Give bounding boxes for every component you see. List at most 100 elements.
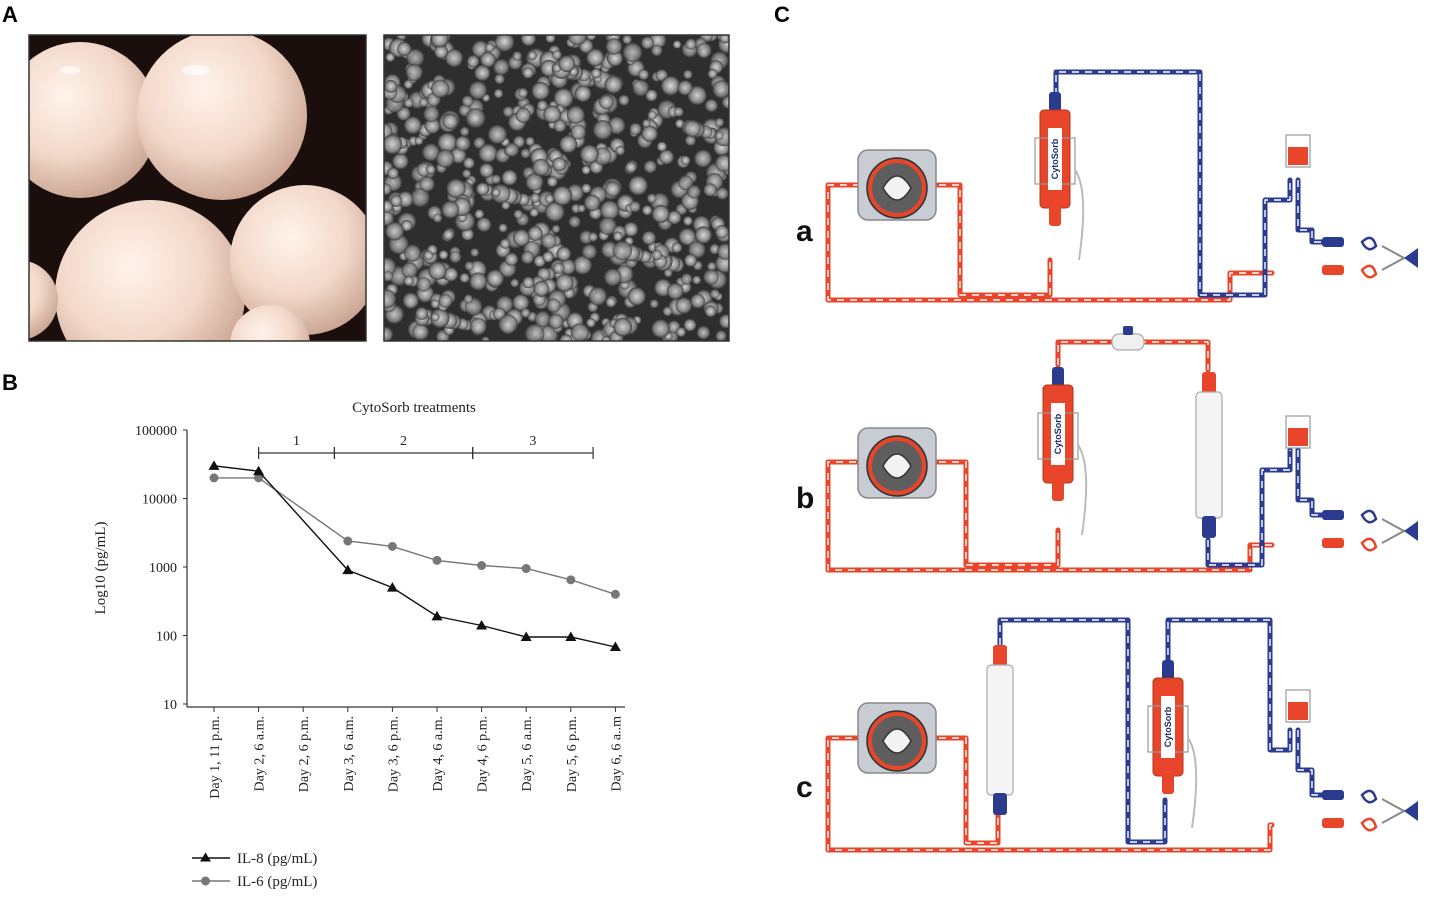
x-tick-label: Day 5, 6 a.m.	[520, 716, 535, 791]
catheter-y	[1381, 518, 1407, 544]
tubing-stripe	[827, 737, 1272, 851]
sem-grain	[651, 204, 670, 223]
sem-grain	[469, 272, 488, 291]
series-line	[213, 465, 616, 648]
sem-grain	[493, 59, 510, 76]
sem-grain	[558, 55, 576, 73]
sem-grain	[459, 126, 470, 137]
sem-grain	[586, 48, 605, 67]
adsorber-label-panel	[1048, 128, 1062, 190]
pump-tube	[868, 712, 926, 770]
sem-grain	[481, 336, 490, 341]
tubing	[1205, 447, 1293, 568]
sem-grain	[712, 80, 729, 99]
drip-chamber-fill	[1288, 702, 1308, 720]
sem-grain	[692, 275, 702, 285]
sem-grain	[715, 131, 724, 140]
sem-grain	[474, 64, 491, 81]
adsorber-cap-bottom	[1052, 481, 1064, 501]
sem-grain	[588, 232, 598, 242]
sem-grain	[663, 268, 673, 278]
data-point	[520, 631, 532, 642]
sem-grain	[671, 242, 683, 253]
sem-grain	[462, 169, 472, 179]
sem-grain	[521, 251, 534, 264]
sem-grain	[536, 100, 548, 111]
venous-connector	[1322, 790, 1344, 800]
sem-grain	[430, 299, 440, 309]
sem-grain	[494, 35, 515, 52]
sem-grain	[485, 42, 495, 53]
sem-grain	[581, 244, 597, 260]
x-tick-label: Day 4, 6 a.m.	[431, 716, 446, 791]
venous-connector	[1322, 510, 1344, 520]
sem-grain	[604, 268, 622, 286]
x-tick-label: Day 2, 6 p.m.	[297, 716, 312, 792]
sem-grain	[520, 148, 531, 159]
sem-grain	[469, 317, 487, 335]
data-point	[208, 460, 220, 470]
sem-grain	[392, 153, 409, 170]
sem-grain	[591, 68, 602, 79]
data-point	[253, 465, 265, 476]
sem-grain	[719, 35, 729, 44]
legend: IL-8 (pg/mL) IL-6 (pg/mL)	[192, 851, 317, 890]
sem-grain	[534, 311, 551, 327]
sem-grain	[687, 184, 701, 199]
sem-grain	[474, 209, 485, 219]
sem-grain	[683, 69, 693, 80]
sem-grain	[384, 210, 394, 226]
sem-grain	[707, 261, 717, 271]
sem-grain	[486, 269, 505, 288]
x-tick-label: Day 5, 6 p.m.	[565, 716, 580, 792]
sem-grain	[683, 318, 697, 332]
sem-grain	[651, 44, 663, 57]
sem-grain	[522, 276, 535, 289]
sem-grain	[419, 176, 435, 192]
legend-label-il6: IL-6 (pg/mL)	[237, 874, 317, 890]
filter-cap-bottom	[1202, 516, 1216, 538]
sem-grain	[533, 280, 550, 297]
sem-grain	[512, 51, 522, 61]
arterial-connector	[1322, 538, 1344, 548]
sem-grain	[525, 136, 535, 147]
legend-label-il8: IL-8 (pg/mL)	[237, 851, 317, 867]
sem-grain	[707, 68, 718, 79]
panel-letter-c: C	[774, 2, 790, 27]
sem-grain	[588, 287, 607, 306]
x-tick-label: Day 4, 6 p.m.	[476, 716, 491, 792]
sem-grain	[500, 238, 511, 249]
sem-grain	[646, 193, 657, 204]
sem-grain	[480, 51, 496, 68]
sem-grain	[690, 293, 705, 309]
sem-grain	[552, 157, 567, 172]
legend-circle-marker	[201, 876, 210, 886]
y-tick-label: 10000	[142, 493, 177, 508]
sem-grain	[403, 79, 413, 89]
sem-grain	[498, 314, 518, 334]
y-tick-label: 100000	[135, 424, 177, 439]
sem-grain	[606, 50, 623, 67]
sem-grain	[684, 254, 697, 267]
circuit-label-c: c	[796, 771, 813, 804]
sem-grain	[385, 52, 395, 62]
sem-grain	[629, 201, 641, 213]
panel-letter-a: A	[2, 2, 18, 27]
sem-grain	[510, 278, 520, 288]
sem-grain	[543, 105, 561, 124]
sem-grain	[387, 167, 399, 179]
sem-grain	[437, 132, 457, 153]
sem-grain	[494, 73, 505, 85]
sem-grain	[403, 244, 422, 262]
sem-grain	[419, 97, 429, 108]
sem-grain	[434, 44, 448, 59]
sem-grain	[422, 143, 440, 162]
sem-grain	[675, 297, 693, 314]
sem-grain	[584, 194, 601, 211]
sem-grain	[552, 262, 565, 275]
sem-grain	[525, 173, 544, 192]
filter-cap-top	[993, 645, 1007, 667]
sem-grain	[545, 202, 565, 222]
